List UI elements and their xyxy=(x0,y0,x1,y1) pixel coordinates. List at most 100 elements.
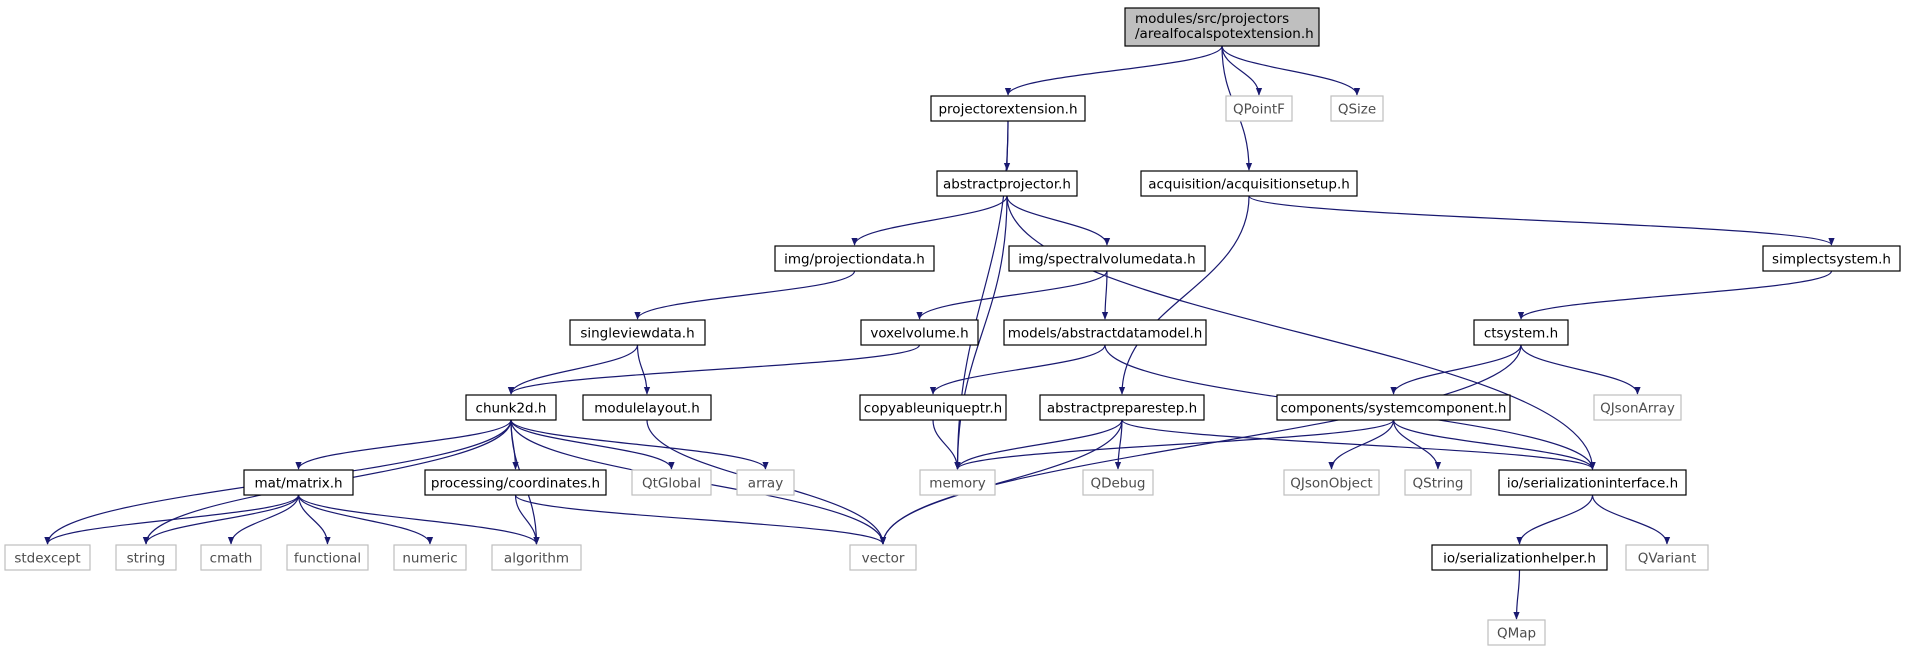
node-abstractdatamodel-label: models/abstractdatamodel.h xyxy=(1008,326,1203,342)
edge-abstractprojector-to-memory xyxy=(954,195,1008,470)
edge-spectralvolumedata-to-voxelvolume xyxy=(916,270,1108,320)
node-ctsystem[interactable]: ctsystem.h xyxy=(1473,319,1569,346)
node-spectralvolumedata[interactable]: img/spectralvolumedata.h xyxy=(1008,245,1206,272)
node-qdebug-label: QDebug xyxy=(1090,476,1145,492)
node-singleviewdata-box xyxy=(569,319,706,346)
node-voxelvolume-box xyxy=(860,319,979,346)
node-chunk2d-label: chunk2d.h xyxy=(476,401,547,417)
edge-coordinates-to-algorithm xyxy=(514,494,540,545)
edge-root-to-qsize xyxy=(1221,45,1361,96)
node-qvariant-label: QVariant xyxy=(1638,551,1697,567)
node-acquisitionsetup[interactable]: acquisition/acquisitionsetup.h xyxy=(1140,170,1358,197)
edge-systemcomponent-to-qjsonobject xyxy=(1328,419,1395,470)
node-string-label: string xyxy=(127,551,166,567)
edge-singleviewdata-to-modulelayout xyxy=(636,344,651,395)
edge-ctsystem-to-qjsonarray xyxy=(1520,344,1641,395)
node-functional-box xyxy=(286,544,369,571)
node-qdebug-box xyxy=(1082,469,1154,496)
node-algorithm: algorithm xyxy=(491,544,582,571)
node-modulelayout-label: modulelayout.h xyxy=(594,401,700,417)
node-simplectsystem[interactable]: simplectsystem.h xyxy=(1762,245,1901,272)
node-stdexcept-label: stdexcept xyxy=(14,551,80,567)
node-acquisitionsetup-label: acquisition/acquisitionsetup.h xyxy=(1148,177,1350,193)
node-serializationinterface[interactable]: io/serializationinterface.h xyxy=(1498,469,1687,496)
node-memory-box xyxy=(919,469,996,496)
node-algorithm-box xyxy=(491,544,582,571)
node-modulelayout-box xyxy=(582,394,712,421)
edge-chunk2d-to-matrix xyxy=(295,419,512,470)
node-vector: vector xyxy=(849,544,917,571)
node-chunk2d[interactable]: chunk2d.h xyxy=(465,394,557,421)
node-systemcomponent-label: components/systemcomponent.h xyxy=(1281,401,1507,417)
edge-serializationinterface-to-serializationhelper xyxy=(1516,494,1594,545)
edge-abstractprojector-to-spectralvolumedata xyxy=(1006,195,1111,246)
edge-systemcomponent-to-qstring xyxy=(1392,419,1442,470)
edge-matrix-to-algorithm xyxy=(297,494,540,545)
edge-ctsystem-to-systemcomponent xyxy=(1390,344,1522,395)
node-numeric-label: numeric xyxy=(402,551,457,567)
edge-serializationinterface-to-qvariant xyxy=(1591,494,1671,545)
node-copyableuniqueptr-box xyxy=(859,394,1007,421)
edge-root-to-qpointf xyxy=(1221,45,1263,96)
node-qvariant: QVariant xyxy=(1625,544,1709,571)
node-memory-label: memory xyxy=(929,476,985,492)
node-qtglobal-label: QtGlobal xyxy=(642,476,701,492)
node-serializationhelper-label: io/serializationhelper.h xyxy=(1443,551,1596,567)
node-qtglobal-box xyxy=(631,469,712,496)
node-root-label: /arealfocalspotextension.h xyxy=(1135,26,1314,42)
node-functional: functional xyxy=(286,544,369,571)
node-string: string xyxy=(115,544,177,571)
node-qvariant-box xyxy=(1625,544,1709,571)
edge-projectiondata-to-singleviewdata xyxy=(634,270,856,320)
node-coordinates-box xyxy=(424,469,607,496)
node-coordinates[interactable]: processing/coordinates.h xyxy=(424,469,607,496)
node-simplectsystem-label: simplectsystem.h xyxy=(1772,252,1891,268)
node-projectiondata-label: img/projectiondata.h xyxy=(784,252,925,268)
node-abstractprojector[interactable]: abstractprojector.h xyxy=(936,170,1078,197)
node-matrix-label: mat/matrix.h xyxy=(254,476,342,492)
node-qmap: QMap xyxy=(1487,619,1546,646)
edge-copyableuniqueptr-to-memory xyxy=(932,419,961,470)
node-qjsonarray-box xyxy=(1593,394,1682,421)
node-abstractprojector-label: abstractprojector.h xyxy=(943,177,1071,193)
node-vector-box xyxy=(849,544,917,571)
edge-matrix-to-cmath xyxy=(227,494,300,545)
edge-systemcomponent-to-serializationinterface xyxy=(1392,419,1596,470)
edge-voxelvolume-to-chunk2d xyxy=(507,344,921,395)
edge-abstractpreparestep-to-serializationinterface xyxy=(1121,419,1596,470)
edge-matrix-to-string xyxy=(142,494,300,545)
node-root-label: modules/src/projectors xyxy=(1135,11,1289,27)
node-serializationinterface-label: io/serializationinterface.h xyxy=(1507,476,1678,492)
node-matrix[interactable]: mat/matrix.h xyxy=(243,469,354,496)
node-serializationhelper-box xyxy=(1431,544,1608,571)
node-abstractpreparestep[interactable]: abstractpreparestep.h xyxy=(1039,394,1205,421)
node-stdexcept-box xyxy=(4,544,91,571)
node-qsize-box xyxy=(1330,95,1384,122)
edge-spectralvolumedata-to-abstractdatamodel xyxy=(1101,270,1109,320)
edge-abstractprojector-to-serializationinterface xyxy=(1006,195,1596,470)
node-serializationhelper[interactable]: io/serializationhelper.h xyxy=(1431,544,1608,571)
edge-acquisitionsetup-to-simplectsystem xyxy=(1248,195,1835,246)
node-projectorextension[interactable]: projectorextension.h xyxy=(930,95,1086,122)
node-chunk2d-box xyxy=(465,394,557,421)
node-root[interactable]: modules/src/projectors/arealfocalspotext… xyxy=(1124,7,1320,47)
node-modulelayout[interactable]: modulelayout.h xyxy=(582,394,712,421)
node-vector-label: vector xyxy=(862,551,905,567)
node-systemcomponent[interactable]: components/systemcomponent.h xyxy=(1276,394,1511,421)
node-singleviewdata[interactable]: singleviewdata.h xyxy=(569,319,706,346)
node-qpointf-label: QPointF xyxy=(1233,102,1285,118)
node-voxelvolume-label: voxelvolume.h xyxy=(870,326,968,342)
node-projectiondata[interactable]: img/projectiondata.h xyxy=(774,245,935,272)
node-cmath-box xyxy=(200,544,262,571)
node-voxelvolume[interactable]: voxelvolume.h xyxy=(860,319,979,346)
node-copyableuniqueptr[interactable]: copyableuniqueptr.h xyxy=(859,394,1007,421)
node-simplectsystem-box xyxy=(1762,245,1901,272)
node-stdexcept: stdexcept xyxy=(4,544,91,571)
node-string-box xyxy=(115,544,177,571)
node-cmath: cmath xyxy=(200,544,262,571)
edge-abstractpreparestep-to-vector xyxy=(879,419,1123,545)
node-systemcomponent-box xyxy=(1276,394,1511,421)
node-projectorextension-box xyxy=(930,95,1086,122)
node-abstractdatamodel[interactable]: models/abstractdatamodel.h xyxy=(1003,319,1207,346)
node-qpointf-box xyxy=(1225,95,1293,122)
